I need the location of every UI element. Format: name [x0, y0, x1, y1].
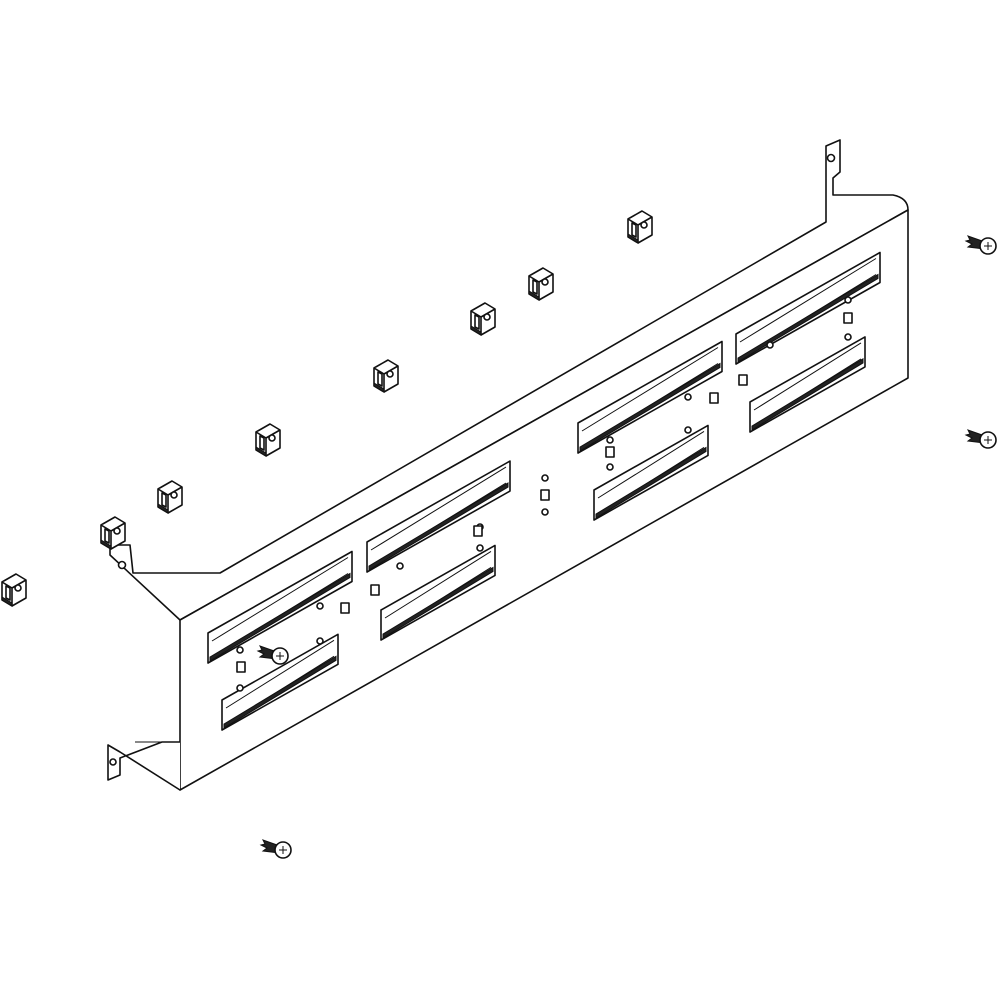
square-hole — [340, 602, 350, 614]
cage-nut — [100, 516, 126, 550]
din-rail — [735, 251, 881, 365]
cage-nut — [373, 359, 399, 393]
screw — [964, 429, 997, 449]
square-hole — [236, 661, 246, 673]
round-hole — [476, 544, 484, 552]
square-hole — [709, 392, 719, 404]
square-hole — [473, 525, 483, 537]
din-rails — [207, 251, 881, 731]
cage-nut — [528, 267, 554, 301]
round-hole — [316, 602, 324, 610]
square-hole — [540, 489, 550, 501]
round-hole — [396, 562, 404, 570]
round-hole — [606, 436, 614, 444]
round-hole — [541, 474, 549, 482]
right-tab-hole — [826, 153, 836, 163]
round-hole — [684, 426, 692, 434]
cage-nut — [1, 573, 27, 607]
bottom-flange — [107, 741, 181, 791]
din-rail — [749, 336, 866, 433]
round-hole — [316, 637, 324, 645]
round-hole — [684, 393, 692, 401]
cage-nut — [470, 302, 496, 336]
din-rail — [577, 340, 723, 454]
din-rail — [593, 424, 709, 521]
round-hole — [606, 463, 614, 471]
cage-nut — [627, 210, 653, 244]
mounting-holes — [236, 296, 853, 692]
round-hole — [541, 508, 549, 516]
din-rail — [221, 633, 339, 731]
left-tab-hole — [117, 560, 127, 570]
square-hole — [605, 446, 615, 458]
round-hole — [236, 684, 244, 692]
din-rail — [380, 544, 496, 641]
square-hole — [843, 312, 853, 324]
round-hole — [844, 333, 852, 341]
round-hole — [766, 341, 774, 349]
cage-nuts — [1, 210, 653, 607]
din-rail — [366, 460, 511, 573]
square-hole — [738, 374, 748, 386]
screw — [259, 839, 292, 859]
square-hole — [370, 584, 380, 596]
cage-nut — [157, 480, 183, 514]
top-flange — [109, 139, 909, 621]
round-hole — [844, 296, 852, 304]
screws — [256, 235, 997, 859]
screw — [256, 645, 289, 665]
din-rail — [207, 550, 353, 664]
screw — [964, 235, 997, 255]
cage-nut — [255, 423, 281, 457]
bottom-tab-hole — [109, 758, 117, 766]
round-hole — [236, 646, 244, 654]
